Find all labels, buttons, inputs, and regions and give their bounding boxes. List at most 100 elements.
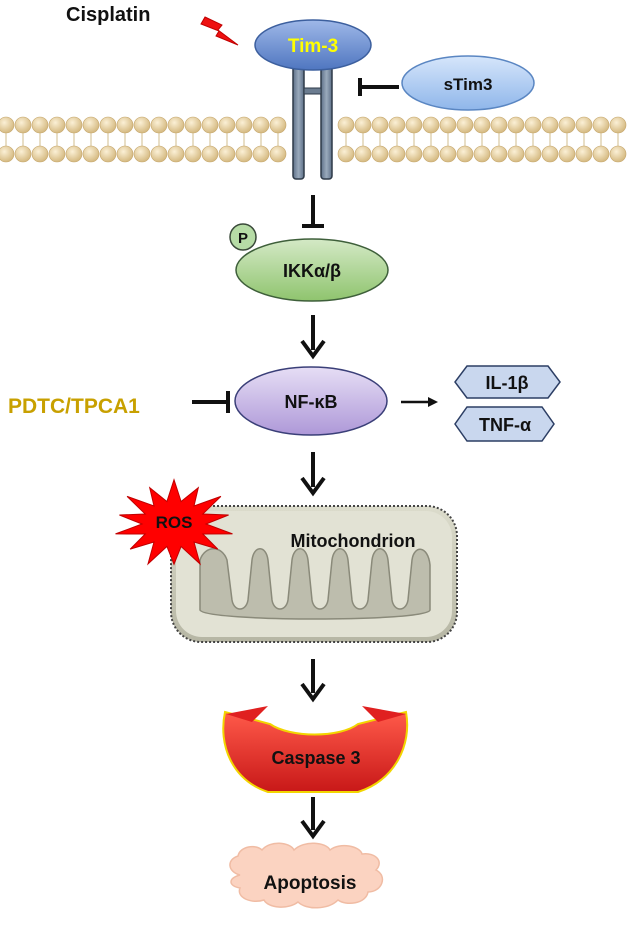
lipid-head bbox=[252, 145, 270, 163]
ikk-label: IKKα/β bbox=[283, 261, 341, 281]
nfkb-node: NF-κB bbox=[234, 366, 388, 436]
lipid-head bbox=[592, 145, 610, 163]
lipid-head bbox=[201, 116, 219, 134]
il1b-label: IL-1β bbox=[486, 373, 529, 393]
lipid-head bbox=[337, 116, 355, 134]
lipid-head bbox=[422, 145, 440, 163]
cell-membrane bbox=[0, 116, 627, 163]
lipid-head bbox=[490, 116, 508, 134]
tim3-receptor: Tim-3 bbox=[254, 19, 372, 180]
tim3-chain-right bbox=[320, 61, 333, 180]
lipid-head bbox=[558, 116, 576, 134]
mitochondrion: Mitochondrion bbox=[170, 505, 458, 643]
lipid-head bbox=[405, 145, 423, 163]
lipid-head bbox=[31, 145, 49, 163]
caspase3-label: Caspase 3 bbox=[271, 748, 360, 768]
phosphorylation-label: P bbox=[238, 230, 248, 247]
nfkb-to-cytokines-arrow bbox=[401, 397, 438, 407]
lipid-head bbox=[82, 116, 100, 134]
lipid-head bbox=[48, 145, 66, 163]
lipid-head bbox=[490, 145, 508, 163]
lipid-head bbox=[82, 145, 100, 163]
lipid-head bbox=[524, 145, 542, 163]
lipid-head bbox=[235, 145, 253, 163]
lipid-head bbox=[133, 116, 151, 134]
lipid-head bbox=[14, 116, 32, 134]
lipid-head bbox=[541, 145, 559, 163]
lipid-head bbox=[65, 116, 83, 134]
lipid-head bbox=[0, 116, 15, 134]
tim3-chain-left bbox=[292, 61, 305, 180]
lipid-tails bbox=[5, 132, 619, 146]
lipid-head bbox=[235, 116, 253, 134]
lipid-head bbox=[14, 145, 32, 163]
tim3-label: Tim-3 bbox=[288, 36, 338, 57]
lipid-head bbox=[456, 145, 474, 163]
inhibitor-label: PDTC/TPCA1 bbox=[8, 395, 140, 418]
mitochondrion-cristae bbox=[199, 548, 431, 620]
lipid-head bbox=[473, 116, 491, 134]
ros-burst: ROS bbox=[115, 478, 233, 566]
nfkb-ellipse bbox=[234, 366, 388, 436]
lipid-head bbox=[31, 116, 49, 134]
ros-starburst-icon bbox=[115, 478, 233, 566]
lipid-head bbox=[473, 145, 491, 163]
lipid-head bbox=[456, 116, 474, 134]
stim3-label: sTim3 bbox=[444, 75, 493, 94]
lipid-head bbox=[388, 145, 406, 163]
lipid-head bbox=[609, 145, 627, 163]
lipid-head bbox=[507, 116, 525, 134]
lipid-head bbox=[99, 116, 117, 134]
lipid-head bbox=[184, 116, 202, 134]
nfkb-to-mitochondrion-arrow bbox=[300, 452, 326, 497]
lipid-head bbox=[609, 116, 627, 134]
lipid-head bbox=[269, 145, 287, 163]
lightning-bolt-icon bbox=[200, 16, 239, 46]
tnfa-label: TNF-α bbox=[479, 415, 531, 435]
lipid-head bbox=[558, 145, 576, 163]
lipid-head bbox=[48, 116, 66, 134]
tim3-bridge bbox=[303, 87, 322, 95]
lipid-head bbox=[65, 145, 83, 163]
lipid-head bbox=[150, 145, 168, 163]
caspase-to-apoptosis-arrow bbox=[300, 797, 326, 840]
stim3-inhibitor: sTim3 bbox=[358, 55, 535, 111]
lipid-head bbox=[0, 145, 15, 163]
ikk-to-nfkb-arrow bbox=[300, 315, 326, 360]
lipid-head bbox=[150, 116, 168, 134]
nfkb-label: NF-κB bbox=[284, 392, 337, 412]
lipid-head bbox=[184, 145, 202, 163]
caspase3-cleavage-tip-left bbox=[226, 706, 268, 722]
caspase3-shape bbox=[222, 710, 409, 793]
lipid-heads-inner bbox=[0, 145, 627, 163]
lipid-head bbox=[269, 116, 287, 134]
lipid-head bbox=[133, 145, 151, 163]
lipid-head bbox=[354, 145, 372, 163]
phosphorylation-badge bbox=[229, 223, 257, 251]
lipid-head bbox=[201, 145, 219, 163]
lipid-head bbox=[337, 145, 355, 163]
lipid-head bbox=[524, 116, 542, 134]
mitochondrion-to-caspase-arrow bbox=[300, 659, 326, 703]
apoptosis-cloud: Apoptosis bbox=[229, 842, 384, 909]
ikk-ellipse bbox=[235, 238, 389, 302]
lipid-head bbox=[116, 145, 134, 163]
tim3-ligand-domain bbox=[254, 19, 372, 71]
lipid-head bbox=[507, 145, 525, 163]
lipid-head bbox=[116, 116, 134, 134]
apoptosis-cloud-shape bbox=[229, 842, 384, 909]
lipid-head bbox=[218, 145, 236, 163]
lipid-head bbox=[405, 116, 423, 134]
stim3-ellipse bbox=[401, 55, 535, 111]
mitochondrion-label: Mitochondrion bbox=[291, 531, 416, 551]
il1b-hexagon: IL-1β bbox=[454, 365, 561, 399]
lipid-head bbox=[99, 145, 117, 163]
caspase3-node: Caspase 3 bbox=[222, 706, 409, 793]
ikk-node: IKKα/β P bbox=[229, 223, 389, 302]
cisplatin-label: Cisplatin bbox=[66, 4, 150, 26]
lipid-head bbox=[252, 116, 270, 134]
lipid-head bbox=[439, 116, 457, 134]
lipid-head bbox=[439, 145, 457, 163]
lipid-head bbox=[388, 116, 406, 134]
lipid-head bbox=[167, 116, 185, 134]
